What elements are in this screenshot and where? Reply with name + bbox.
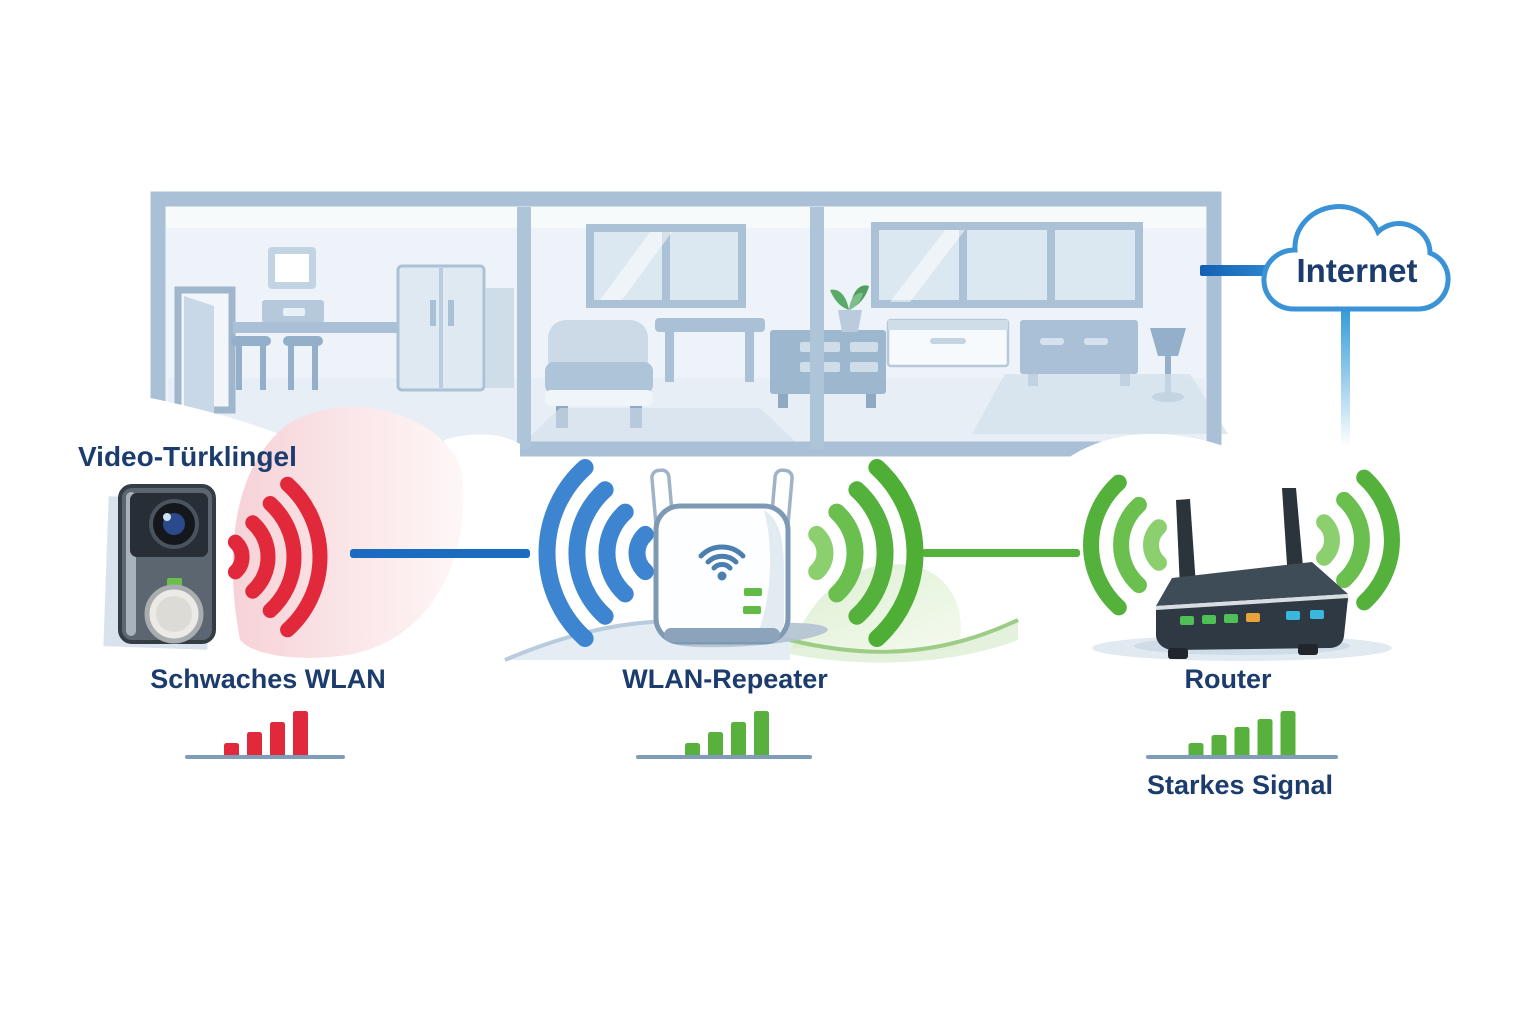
signal-bar (224, 743, 239, 756)
router-right-waves-icon (1316, 469, 1400, 611)
fridge-handle-left (430, 300, 436, 326)
signal-bar (1188, 743, 1204, 756)
signal-bar (247, 732, 262, 756)
signal-bar (708, 732, 723, 756)
repeater-led-1 (744, 588, 762, 596)
router-led-3 (1224, 614, 1238, 623)
link-doorbell-repeater (350, 549, 530, 558)
repeater-label: WLAN-Repeater (622, 664, 828, 694)
blue-wifi-waves-icon (538, 459, 654, 647)
kitchen-cabinet (486, 288, 514, 388)
outer-walls (150, 191, 1222, 457)
router-led-2 (1202, 615, 1216, 624)
living-rug (520, 408, 800, 446)
coffee-table (655, 318, 765, 382)
fridge-handle-right (448, 300, 454, 326)
cloud-shape (1261, 204, 1451, 312)
router-signal-baseline (1146, 755, 1338, 759)
router-left-waves-icon (1083, 474, 1167, 616)
router-antenna-left (1176, 499, 1196, 588)
router-foot-left (1168, 648, 1188, 659)
internet-cloud (1261, 204, 1451, 312)
wlan-repeater-device (650, 468, 794, 645)
router-antenna-right (1282, 488, 1304, 580)
signal-bar (1257, 719, 1273, 756)
router-led-6 (1310, 610, 1324, 619)
door-leaf (184, 296, 214, 414)
weak-signal-bars-icon (224, 710, 308, 756)
green-wifi-waves-icon (808, 459, 924, 647)
router-front-face (1156, 598, 1348, 650)
signal-bar (1211, 735, 1227, 756)
repeater-base (664, 628, 780, 642)
repeater-led-2 (743, 606, 761, 614)
plant-pot (838, 310, 862, 332)
interior-wall-2 (810, 207, 824, 449)
signal-bar (1280, 711, 1296, 756)
router-signal-bars-icon (1188, 710, 1296, 756)
white-sweep-mid (444, 434, 520, 480)
signal-bar (731, 722, 746, 756)
router-top-face (1156, 562, 1348, 606)
weak-wifi-waves-icon (227, 476, 328, 638)
router-status-label: Starkes Signal (1146, 770, 1334, 800)
window-shine (890, 230, 965, 302)
window-shine (600, 232, 672, 300)
signal-bar (1234, 727, 1250, 756)
lounge-rug (972, 374, 1228, 434)
signal-bar (293, 711, 308, 756)
wifi-icon (698, 544, 746, 581)
internet-label: Internet (1296, 252, 1418, 289)
router-led-5 (1286, 611, 1300, 620)
repeater-signal-baseline (636, 755, 812, 759)
wall-picture-inner (275, 254, 309, 282)
white-cabinet (886, 318, 1010, 368)
link-repeater-router (922, 549, 1080, 557)
signal-bar (685, 743, 700, 756)
signal-bar (270, 722, 285, 756)
doorbell-signal-baseline (185, 755, 345, 759)
video-doorbell-device (103, 484, 216, 650)
ground-line-right (789, 618, 1019, 654)
router-led-1 (1180, 616, 1194, 625)
repeater-signal-bars-icon (685, 710, 769, 756)
router-device (1156, 488, 1349, 659)
stool-2 (283, 336, 323, 390)
stool-1 (231, 336, 271, 390)
counter (233, 322, 405, 333)
lens-glint (163, 513, 171, 521)
doorbell-status-label: Schwaches WLAN (150, 664, 386, 694)
window-3pane (871, 222, 1143, 308)
interior-wall-1 (517, 207, 531, 449)
internet-drop-line (1341, 307, 1350, 447)
lounge (871, 222, 1228, 434)
router-led-4 (1246, 613, 1260, 622)
router-foot-right (1298, 644, 1318, 655)
router-label: Router (1184, 664, 1272, 694)
potted-plant (830, 285, 869, 332)
laptop-screen (283, 308, 305, 316)
repeater-shading (756, 510, 784, 638)
living-room (520, 224, 886, 446)
link-house-internet (1200, 265, 1272, 276)
signal-bar (754, 711, 769, 756)
kitchen (174, 247, 514, 414)
doorbell-button-inner (156, 596, 192, 632)
doorbell-label: Video-Türklingel (78, 441, 297, 472)
